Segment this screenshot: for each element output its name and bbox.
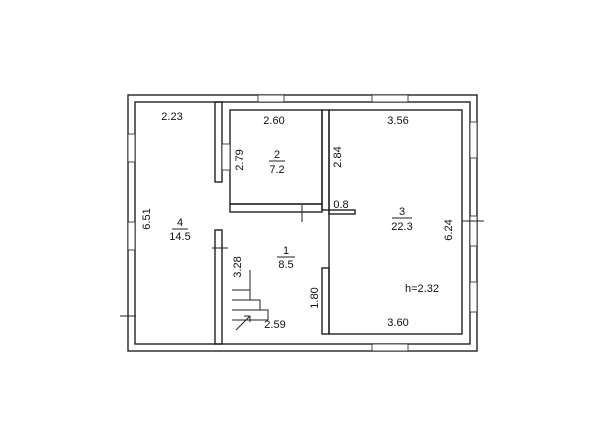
room-2-area: 7.2: [269, 164, 284, 176]
dim-r3-top: 3.56: [387, 115, 408, 127]
staircase: [232, 270, 269, 331]
room-4-area: 14.5: [169, 231, 190, 243]
window: [221, 143, 231, 171]
window: [257, 94, 285, 103]
room-3-area: 22.3: [391, 221, 412, 233]
dim-r1-side: 3.28: [232, 256, 244, 277]
window: [469, 215, 478, 247]
windows: [127, 94, 478, 352]
dimension-labels: 2.23 6.51 2.60 2.79 3.56 2.84 6.24 3.60 …: [141, 111, 455, 331]
room-1-number: 1: [283, 245, 289, 257]
dim-r1-bottom: 2.59: [264, 319, 285, 331]
dim-partition: 1.80: [309, 287, 321, 308]
dim-r2-width: 2.60: [263, 115, 284, 127]
height-label: h=2.32: [405, 283, 439, 295]
dim-r3-bottom: 3.60: [387, 317, 408, 329]
tick-marks: [120, 205, 484, 317]
room-2-number: 2: [274, 149, 280, 161]
dim-step-0-8: 0.8: [333, 199, 348, 211]
window: [371, 94, 409, 103]
window: [469, 121, 478, 159]
dim-r4-length: 6.51: [141, 208, 153, 229]
window: [127, 221, 136, 251]
window: [469, 281, 478, 313]
dim-r4-width: 2.23: [161, 111, 182, 123]
dim-r3-upper-side: 2.84: [332, 146, 344, 167]
room-4-number: 4: [177, 217, 183, 229]
room-3-number: 3: [399, 206, 405, 218]
interior-walls: [214, 101, 463, 345]
dim-r2-depth: 2.79: [234, 149, 246, 170]
room-labels: 4 14.5 2 7.2 3 22.3 1 8.5: [169, 149, 412, 271]
window: [127, 133, 136, 163]
dim-r3-right: 6.24: [443, 219, 455, 240]
room-1-area: 8.5: [278, 259, 293, 271]
window: [371, 343, 409, 352]
